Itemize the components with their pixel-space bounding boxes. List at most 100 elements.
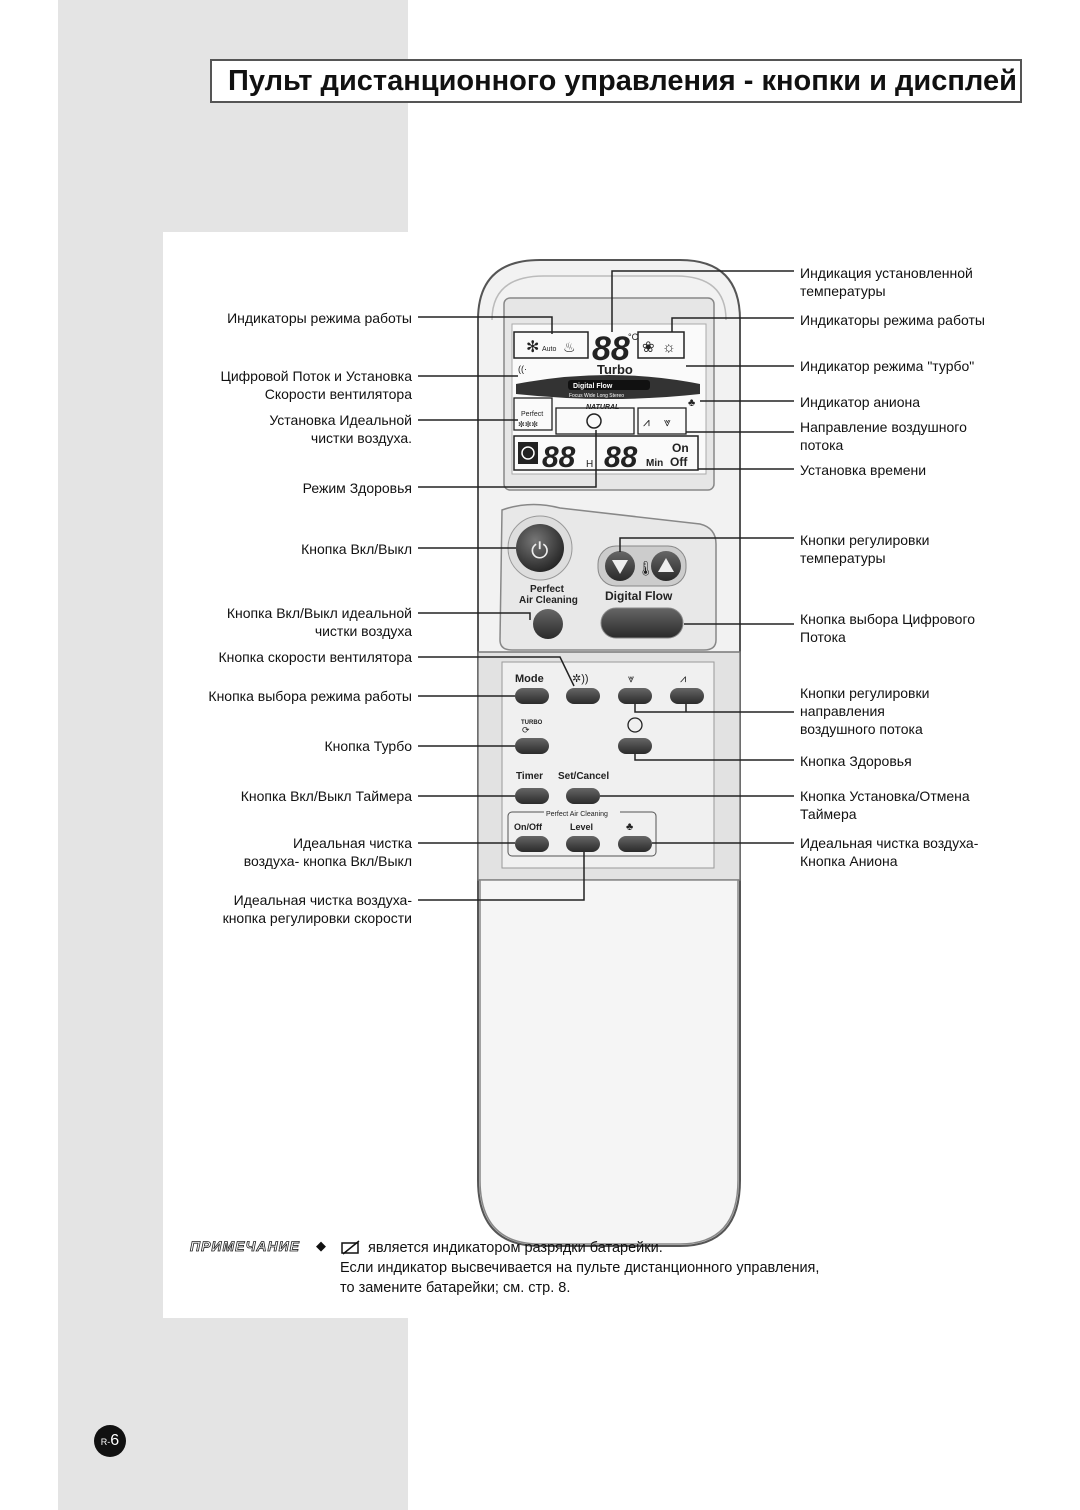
timer-display-box [513,435,699,471]
airflow-horizontal-icon: ⩔ [664,415,671,429]
triangle-up-icon [658,558,674,572]
triangle-down-icon [612,560,628,574]
turbo-indicator: Turbo [597,362,633,377]
health-button[interactable] [618,738,652,754]
airflow-horizontal-button[interactable] [670,688,704,704]
note-text: является индикатором разрядки батарейки.… [340,1238,819,1298]
svg-text:TURBO: TURBO [521,720,543,726]
label-time-setting: Установка времени [800,462,927,478]
airflow-vertical-icon: ⩘ [643,415,650,429]
perfect-indicator-box [513,397,553,431]
label-power-button: Кнопка Вкл/Выкл [301,541,412,557]
celsius-unit: °C [628,332,639,342]
label-pac-power-1: Кнопка Вкл/Выкл идеальной [226,605,412,621]
svg-text:On: On [672,441,689,455]
leader-lines-right [600,270,794,844]
label-airflow-buttons-2: направления [800,703,885,719]
svg-text:Perfect Air Cleaning: Perfect Air Cleaning [546,811,608,818]
svg-text:Off: Off [670,455,688,469]
label-pac-power-2: чистки воздуха [314,623,412,639]
label-fan-speed-button: Кнопка скорости вентилятора [218,649,412,665]
note-heading: ПРИМЕЧАНИЕ [190,1238,301,1255]
page-number-badge: R-6 [94,1425,126,1457]
mode-button[interactable] [515,688,549,704]
turbo-arrows-icon: ⟳ [522,725,530,735]
label-digital-flow-button-2: Потока [800,629,846,645]
clock-icon [521,446,535,460]
label-set-temp-2: температуры [800,283,886,299]
label-anion-indicator: Индикатор аниона [800,394,921,410]
battery-low-icon [341,1240,360,1255]
label-airflow-direction-2: потока [800,437,844,453]
label-pac-onoff-2: воздуха- кнопка Вкл/Выкл [243,853,412,869]
label-digital-flow-button-1: Кнопка выбора Цифрового [800,611,976,627]
hour-digits: 88 [542,441,576,474]
anion-indicator-icon: ♣ [688,397,695,409]
power-icon: ⏻ [531,538,548,563]
pac-on-off-button[interactable] [515,836,549,852]
minute-digits: 88 [604,441,638,474]
label-airflow-buttons-1: Кнопки регулировки [800,685,930,701]
svg-text:Air Cleaning: Air Cleaning [519,595,578,606]
label-pac-level-2: кнопка регулировки скорости [222,910,412,926]
airflow-up-down-icon: ⩔ [628,673,634,685]
note-bullet: ◆ [316,1238,326,1253]
health-icon [627,717,643,733]
label-mode-indicators-right: Индикаторы режима работы [800,312,985,328]
mode-indicators-right [637,331,685,359]
svg-text:Mode: Mode [515,673,544,685]
turbo-button[interactable] [515,738,549,754]
label-mode-indicators-left: Индикаторы режима работы [227,310,412,326]
label-pac-onoff-1: Идеальная чистка [293,835,412,851]
health-face-icon [586,413,602,429]
label-pac-level-1: Идеальная чистка воздуха- [233,892,412,908]
svg-text:Digital Flow: Digital Flow [605,589,673,603]
label-temp-buttons-1: Кнопки регулировки [800,532,930,548]
label-digital-flow-2: Скорости вентилятора [264,386,412,402]
thermometer-icon: 🌡 [637,560,655,576]
label-turbo-indicator: Индикатор режима "турбо" [800,358,975,374]
label-mode-button: Кнопка выбора режима работы [208,688,412,704]
anion-icon: ♣ [626,821,633,833]
label-temp-buttons-2: температуры [800,550,886,566]
label-perfect-setting-1: Установка Идеальной [269,412,412,428]
svg-text:Focus Wide Long Stereo: Focus Wide Long Stereo [569,393,624,399]
label-timer-button: Кнопка Вкл/Выкл Таймера [240,788,412,804]
airflow-vertical-button[interactable] [618,688,652,704]
pac-level-button[interactable] [566,836,600,852]
label-airflow-buttons-3: воздушного потока [800,721,923,737]
background-band-top [58,0,408,232]
svg-text:✼✼✼: ✼✼✼ [518,420,538,429]
svg-text:Level: Level [570,822,593,832]
label-turbo-button: Кнопка Турбо [324,738,412,754]
timer-button[interactable] [515,788,549,804]
note-line-3: то замените батарейки; см. стр. 8. [340,1280,571,1296]
note-line-1: является индикатором разрядки батарейки. [368,1240,663,1256]
label-digital-flow-1: Цифровой Поток и Установка [220,368,412,384]
svg-text:Perfect: Perfect [530,584,565,595]
background-band-left [58,232,163,1510]
sun-icon: ☼ [662,339,676,356]
temperature-digits: 88 [592,330,630,368]
svg-text:Set/Cancel: Set/Cancel [558,771,609,782]
label-anion-button-2: Кнопка Аниона [800,853,898,869]
svg-text:Auto: Auto [542,346,557,353]
power-button[interactable] [516,524,564,572]
svg-text:H: H [586,459,593,470]
digital-flow-button[interactable] [600,607,684,639]
label-set-cancel-1: Кнопка Установка/Отмена [800,788,970,804]
svg-text:Digital Flow: Digital Flow [573,383,613,390]
label-set-cancel-2: Таймера [800,806,857,822]
label-health-mode: Режим Здоровья [302,480,412,496]
background-band-bottom [163,1318,408,1510]
set-cancel-button[interactable] [566,788,600,804]
label-airflow-direction-1: Направление воздушного [800,419,967,435]
anion-button[interactable] [618,836,652,852]
label-perfect-setting-2: чистки воздуха. [310,430,412,446]
fan-speed-button[interactable] [566,688,600,704]
perfect-air-cleaning-button[interactable] [533,609,563,639]
page-prefix: R- [100,1437,111,1447]
svg-text:On/Off: On/Off [514,822,543,832]
dry-icon: ♨ [563,339,576,355]
